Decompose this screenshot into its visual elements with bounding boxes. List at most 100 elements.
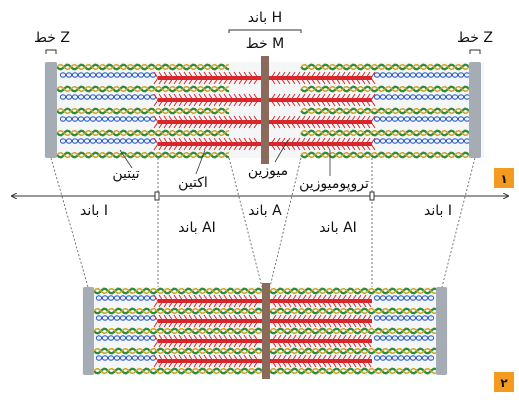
titin-coil [457,72,465,78]
myosin-head [153,334,159,342]
myosin-head [248,71,254,79]
myosin-head [321,340,327,348]
titin-coil [373,355,381,361]
myosin-head [306,314,312,322]
myosin-head [253,115,259,123]
myosin-head [341,320,347,328]
myosin-head [178,320,184,328]
myosin-head [275,121,281,129]
myosin-head [208,354,214,362]
myosin-head [335,143,341,151]
titin-coil [143,72,151,78]
titin-coil [83,94,91,100]
myosin-head [253,99,259,107]
titin-coil [71,94,79,100]
myosin-head [276,334,282,342]
myosin-head [243,143,249,151]
myosin-head [315,143,321,151]
myosin-head [178,294,184,302]
myosin-pointer [274,139,289,163]
myosin-head [271,314,277,322]
tropomyosin-strand [93,367,263,375]
myosin-head [168,77,174,85]
z-disc-right-contracted [436,287,447,375]
titin-coil [403,295,411,301]
myosin-head [271,340,277,348]
myosin-head [291,320,297,328]
titin-coil [101,335,109,341]
myosin-head [248,300,254,308]
myosin-head [213,360,219,368]
myosin-head [351,294,357,302]
titin-coil [379,72,387,78]
titin-coil [373,72,381,78]
contracted-sarcomere [82,283,448,379]
myosin-head [233,143,239,151]
myosin-head [238,354,244,362]
myosin-head [253,143,259,151]
titin-coil [131,295,139,301]
myosin-head [193,300,199,308]
band-measure-lines [12,191,508,201]
myosin-head [330,93,336,101]
myosin-head [183,340,189,348]
myosin-head [331,314,337,322]
myosin-head [321,314,327,322]
myosin-head [198,354,204,362]
myosin-head [188,294,194,302]
myosin-head [365,99,371,107]
myosin-head [285,121,291,129]
titin-coil [445,94,453,100]
titin-coil [113,72,121,78]
myosin-head [366,354,372,362]
myosin-head [198,300,204,308]
myosin-head [178,314,184,322]
myosin-head [223,77,229,85]
myosin-head [300,99,306,107]
myosin-head [320,143,326,151]
myosin-head [188,300,194,308]
myosin-head [228,360,234,368]
myosin-head [198,137,204,145]
myosin-head [168,360,174,368]
tropomyosin-strand [93,347,263,355]
myosin-head [188,360,194,368]
titin-coil [131,335,139,341]
titin-coil [71,72,79,78]
myosin-head [153,137,159,145]
myosin-head [208,314,214,322]
z-line-right-label: خط Z [457,30,493,46]
titin-coil [113,295,121,301]
myosin-head [153,300,159,308]
myosin-head [326,314,332,322]
titin-coil [421,72,429,78]
myosin-head [280,93,286,101]
titin-pointer [119,149,133,169]
myosin-head [213,137,219,145]
titin-coil [385,315,393,321]
myosin-head [306,340,312,348]
tropomyosin-strand [56,129,230,137]
myosin-head [193,314,199,322]
myosin-head [188,137,194,145]
myosin-head [188,314,194,322]
myosin-head [331,360,337,368]
myosin-head [158,143,164,151]
myosin-head [300,115,306,123]
myosin-head [153,71,159,79]
myosin-head [305,143,311,151]
myosin-head [208,300,214,308]
h-band-label: باند H [248,10,282,26]
myosin-head [233,320,239,328]
myosin-head [341,314,347,322]
myosin-head [336,294,342,302]
myosin-head [370,143,376,151]
titin-coil [397,116,405,122]
myosin-head [301,334,307,342]
titin-coil [89,138,97,144]
titin-coil [119,94,127,100]
guide-z-right [441,157,476,288]
i-band-left-label: باند I [80,203,108,219]
titin-coil [451,138,459,144]
myosin-head [248,354,254,362]
